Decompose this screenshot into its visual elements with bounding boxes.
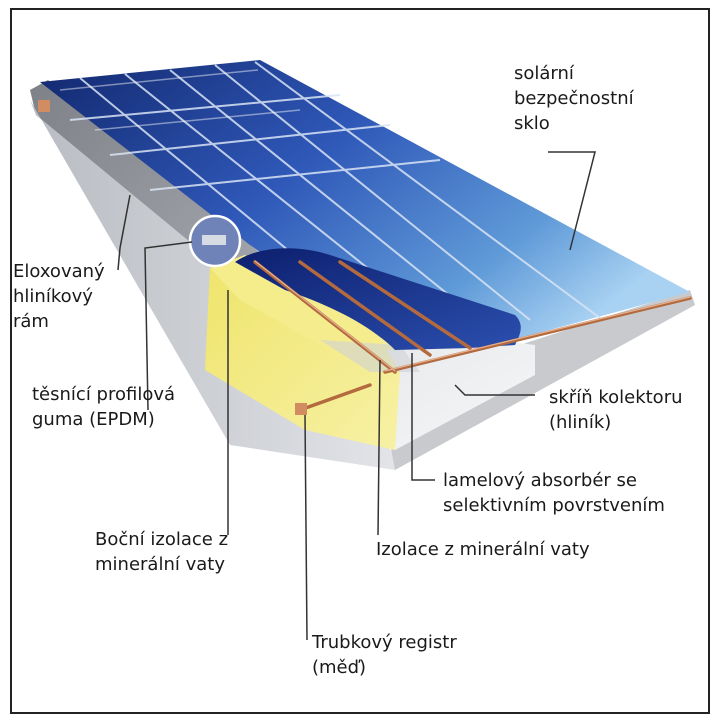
label-collector-box-line-1: skříň kolektoru [549, 387, 683, 408]
label-collector-box-line-2: (hliník) [549, 412, 612, 433]
frame-right-side [380, 290, 695, 470]
label-tube-register-line-2: (měď) [312, 657, 367, 678]
label-solar-glass-line-1: solární [514, 63, 574, 84]
label-side-insulation-line-1: Boční izolace z [95, 529, 229, 550]
tube-stub-bottom [295, 403, 307, 415]
label-tube-register-line-1: Trubkový registr [312, 632, 457, 653]
label-aluminium-frame-line-2: hliníkový [13, 286, 93, 307]
label-solar-glass: solární bezpečnostní sklo [514, 61, 634, 136]
label-epdm-seal: těsnící profilová guma (EPDM) [32, 382, 175, 432]
label-absorber-line-2: selektivním povrstvením [443, 495, 665, 516]
label-solar-glass-line-2: bezpečnostní [514, 88, 634, 109]
label-absorber: lamelový absorbér se selektivním povrstv… [443, 468, 665, 518]
copper-tubes [253, 260, 692, 412]
absorber-sheet [235, 248, 521, 350]
label-absorber-line-1: lamelový absorbér se [443, 470, 638, 491]
label-solar-glass-line-3: sklo [514, 113, 550, 134]
label-aluminium-frame-line-1: Eloxovaný [13, 261, 105, 282]
label-tube-register: Trubkový registr (měď) [312, 630, 457, 680]
label-insulation: Izolace z minerální vaty [376, 537, 590, 562]
tube-stub-top [38, 100, 50, 112]
label-aluminium-frame: Eloxovaný hliníkový rám [13, 259, 105, 334]
label-insulation-line-1: Izolace z minerální vaty [376, 539, 590, 560]
label-epdm-seal-line-1: těsnící profilová [32, 384, 176, 405]
label-epdm-seal-line-2: guma (EPDM) [32, 409, 155, 430]
label-aluminium-frame-line-3: rám [13, 311, 49, 332]
label-side-insulation: Boční izolace z minerální vaty [95, 527, 228, 577]
label-collector-box: skříň kolektoru (hliník) [549, 385, 683, 435]
leader-lines [117, 151, 596, 641]
glass-grid [69, 61, 601, 321]
label-side-insulation-line-2: minerální vaty [95, 554, 225, 575]
